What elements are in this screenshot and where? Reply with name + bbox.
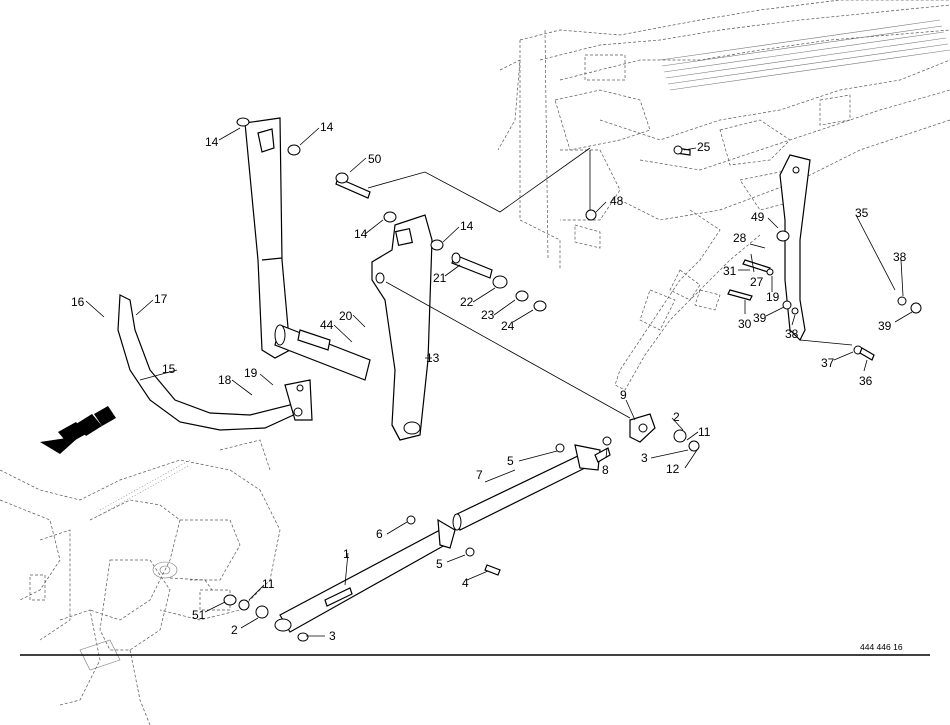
drawing-number: 444 446 16 bbox=[860, 642, 903, 652]
callout-38: 38 bbox=[893, 250, 907, 264]
callout-50: 50 bbox=[368, 152, 382, 166]
callout-27: 27 bbox=[750, 275, 764, 289]
callout-13: 13 bbox=[426, 351, 440, 365]
callout-8: 8 bbox=[602, 463, 609, 477]
part-5-washer bbox=[465, 547, 475, 557]
part-1-rod bbox=[274, 518, 456, 633]
callout-16: 16 bbox=[71, 295, 85, 309]
background-rake-assembly bbox=[0, 439, 281, 725]
callout-2: 2 bbox=[673, 410, 680, 424]
part-2-bushing-left bbox=[255, 605, 269, 619]
callout-23: 23 bbox=[481, 308, 495, 322]
callout-25: 25 bbox=[697, 140, 711, 154]
part-2-bushing bbox=[673, 429, 687, 443]
part-7-rod bbox=[452, 444, 601, 531]
callout-12: 12 bbox=[666, 462, 680, 476]
callout-3: 3 bbox=[329, 629, 336, 643]
callout-30: 30 bbox=[738, 317, 752, 331]
callout-24: 24 bbox=[501, 319, 515, 333]
callout-14: 14 bbox=[354, 227, 368, 241]
callout-5: 5 bbox=[507, 454, 514, 468]
part-5-washer-upper bbox=[555, 443, 565, 453]
part-frame-left-upright bbox=[236, 117, 301, 359]
direction-of-travel-arrow-icon bbox=[40, 406, 116, 454]
callout-14: 14 bbox=[205, 135, 219, 149]
part-3-ring bbox=[688, 440, 700, 452]
callout-3: 3 bbox=[641, 451, 648, 465]
part-11-ring bbox=[238, 599, 250, 611]
callout-31: 31 bbox=[723, 264, 737, 278]
part-15-tine bbox=[117, 294, 313, 431]
callout-17: 17 bbox=[154, 292, 168, 306]
part-24-ring bbox=[533, 300, 547, 312]
part-6-nut bbox=[406, 515, 416, 525]
callout-11: 11 bbox=[698, 425, 711, 439]
callout-18: 18 bbox=[218, 373, 232, 387]
callout-1: 1 bbox=[343, 547, 350, 561]
callout-35: 35 bbox=[855, 206, 869, 220]
part-3-ring-left bbox=[297, 632, 309, 642]
callout-22: 22 bbox=[460, 295, 474, 309]
callout-39: 39 bbox=[878, 319, 892, 333]
callout-15: 15 bbox=[162, 362, 176, 376]
callout-36: 36 bbox=[859, 374, 873, 388]
callout-14: 14 bbox=[320, 120, 334, 134]
callout-37: 37 bbox=[821, 356, 835, 370]
callout-28: 28 bbox=[733, 231, 747, 245]
part-35-plate bbox=[779, 154, 811, 342]
leader-lines bbox=[85, 127, 913, 637]
callout-39: 39 bbox=[753, 311, 767, 325]
part-23-ring bbox=[515, 290, 529, 302]
part-4-bolt bbox=[484, 564, 501, 576]
callout-14: 14 bbox=[460, 219, 474, 233]
callout-labels: 14 14 50 14 14 21 22 23 24 20 44 13 19 1… bbox=[71, 120, 907, 643]
callout-44: 44 bbox=[320, 318, 334, 332]
part-13-frame bbox=[371, 211, 444, 441]
part-21-pin bbox=[451, 252, 493, 279]
part-50-pin bbox=[335, 172, 371, 199]
callout-4: 4 bbox=[462, 576, 469, 590]
part-9-bracket bbox=[629, 413, 656, 443]
callout-6: 6 bbox=[376, 527, 383, 541]
callout-2: 2 bbox=[231, 623, 238, 637]
callout-49: 49 bbox=[751, 210, 765, 224]
part-22-washer bbox=[492, 275, 508, 289]
callout-38: 38 bbox=[785, 327, 799, 341]
callout-51: 51 bbox=[192, 608, 206, 622]
callout-19: 19 bbox=[244, 366, 258, 380]
callout-20: 20 bbox=[339, 309, 353, 323]
callout-11: 11 bbox=[262, 577, 275, 591]
part-51-ring bbox=[223, 594, 237, 606]
part-hardware-right bbox=[585, 145, 922, 361]
callout-7: 7 bbox=[476, 468, 483, 482]
callout-9: 9 bbox=[620, 388, 627, 402]
callout-5: 5 bbox=[436, 557, 443, 571]
callout-19: 19 bbox=[766, 290, 780, 304]
part-cross-tube bbox=[274, 324, 371, 381]
callout-21: 21 bbox=[433, 271, 447, 285]
callout-48: 48 bbox=[610, 194, 624, 208]
